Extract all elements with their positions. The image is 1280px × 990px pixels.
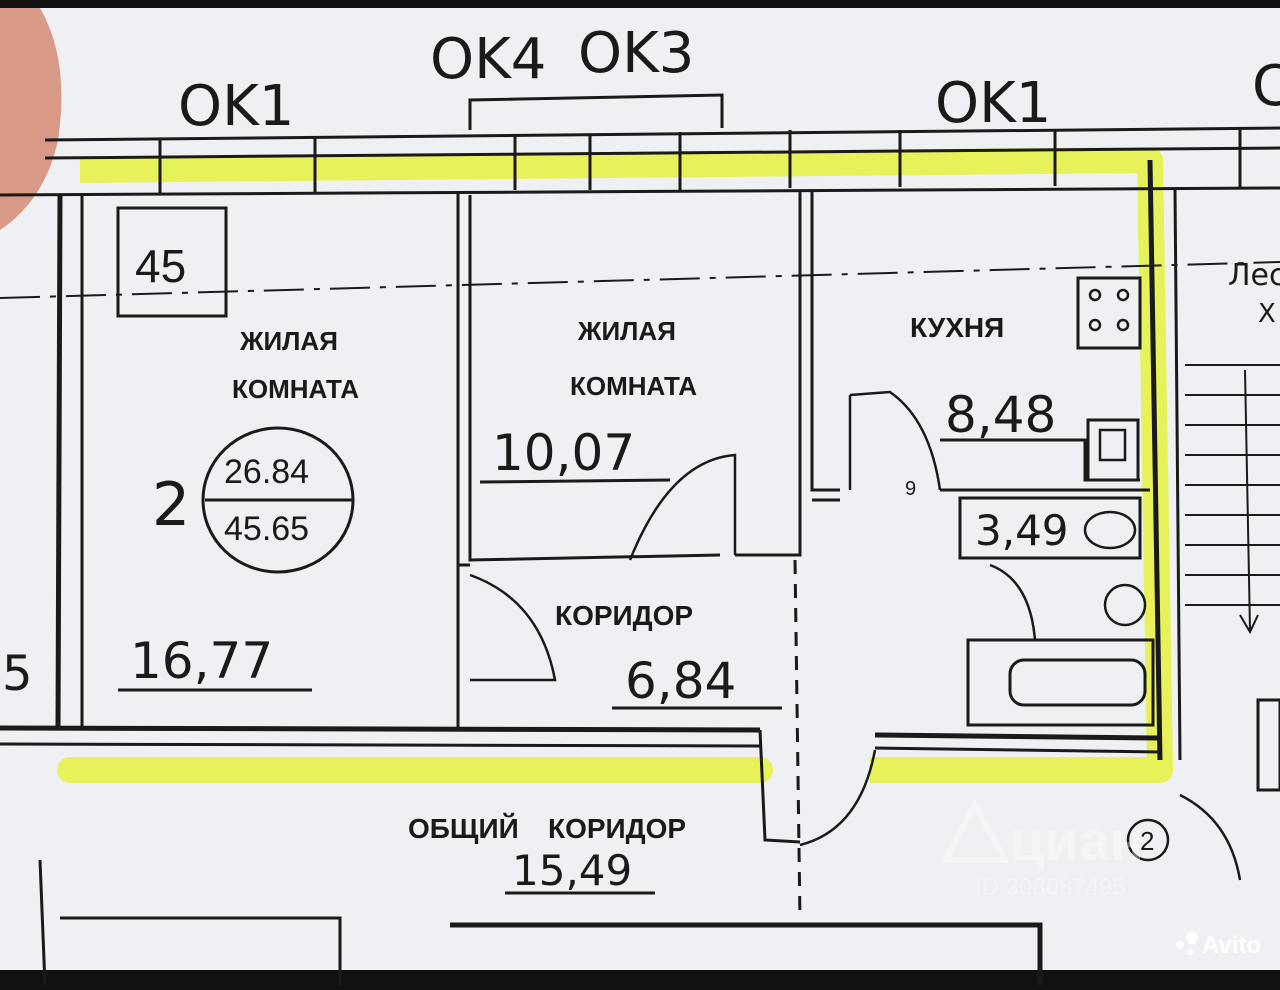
common-corridor-name-line1: ОБЩИЙ <box>408 812 519 844</box>
axis-marker: 2 <box>1140 826 1154 856</box>
apartment-living-area: 26.84 <box>224 453 309 491</box>
living2-area-underline <box>479 478 671 484</box>
cian-logo-text: циан <box>1010 809 1144 872</box>
apartment-total-area: 45.65 <box>224 510 309 548</box>
avito-watermark: Avito <box>1176 932 1261 959</box>
neighbor-unit-number: 5 <box>2 646 33 702</box>
area-circle <box>201 426 355 574</box>
living2-area: 10,07 <box>492 424 635 482</box>
living1-area: 16,77 <box>130 632 273 690</box>
kitchen-area: 8,48 <box>945 386 1056 444</box>
window-label-ok1-right: OK1 <box>935 71 1051 136</box>
apartment-rooms-count: 2 <box>152 470 190 540</box>
door-mark: 9 <box>905 478 916 500</box>
living2-name-line1: ЖИЛАЯ <box>577 316 676 346</box>
bathroom-area: 3,49 <box>975 506 1069 555</box>
common-corridor-name-line2: КОРИДОР <box>548 813 686 844</box>
corridor-area: 6,84 <box>625 652 736 710</box>
cian-logo-icon <box>939 798 1011 863</box>
living1-name-line2: КОМНАТА <box>232 374 359 404</box>
cian-id: ID 308087495 <box>975 874 1126 901</box>
finger-shadow <box>0 8 62 230</box>
cian-watermark: циан ID 308087495 <box>939 798 1144 901</box>
window-label-edge: C <box>1252 54 1280 119</box>
apartment-number-box <box>116 206 228 318</box>
common-corridor-area: 15,49 <box>512 846 632 895</box>
window-label-ok1-left: OK1 <box>178 74 294 139</box>
stairs-label-line1: Лес <box>1228 258 1280 293</box>
door-swings <box>469 390 1242 881</box>
axis-marker-circle <box>1126 818 1170 862</box>
avito-logo-text: Avito <box>1202 932 1261 959</box>
walls <box>0 93 1280 986</box>
window-label-ok4: OK4 <box>430 27 546 92</box>
window-label-ok3: OK3 <box>578 21 694 86</box>
corridor-name: КОРИДОР <box>555 600 693 631</box>
living2-name-line2: КОМНАТА <box>570 371 697 401</box>
stairs-label-line2: Х <box>1258 299 1276 329</box>
plumbing-fixtures <box>1083 288 1147 627</box>
living1-name-line1: ЖИЛАЯ <box>239 326 338 356</box>
apartment-number: 45 <box>135 240 186 292</box>
kitchen-name: КУХНЯ <box>910 312 1004 343</box>
